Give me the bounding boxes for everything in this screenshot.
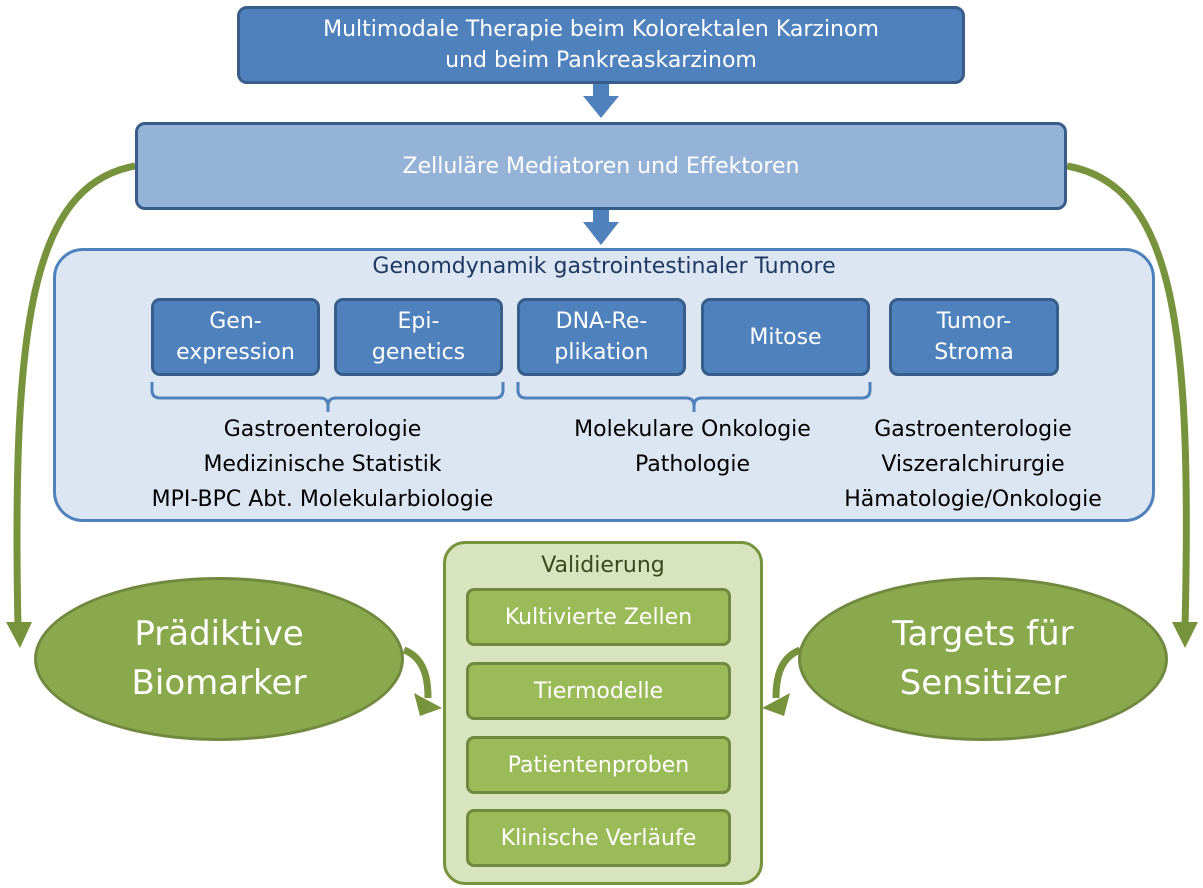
box-epigenetics-line1: Epi- [397, 309, 440, 334]
validation-item-label: Patientenproben [507, 752, 690, 778]
arrow-mediators-to-genome [583, 210, 619, 245]
box-dna-replication-line1: DNA-Re- [555, 309, 648, 334]
dept-right-3: Hämatologie/Onkologie [844, 487, 1102, 512]
validation-title: Validierung [541, 553, 665, 578]
departments-right: Gastroenterologie Viszeralchirurgie Häma… [818, 412, 1128, 517]
validation-item-label: Kultivierte Zellen [504, 604, 693, 630]
biomarker-line1: Prädiktive [134, 614, 304, 654]
departments-left: Gastroenterologie Medizinische Statistik… [120, 412, 525, 517]
box-dna-replication-line2: plikation [554, 340, 649, 365]
arrow-biomarker-to-validation [402, 646, 432, 699]
brace-middle [516, 382, 872, 412]
dept-right-1: Gastroenterologie [874, 417, 1072, 442]
box-dna-replication: DNA-Re- plikation [517, 298, 686, 376]
dept-left-2: Medizinische Statistik [203, 452, 442, 477]
dept-middle-2: Pathologie [635, 452, 750, 477]
departments-middle: Molekulare Onkologie Pathologie [540, 412, 845, 482]
therapy-title-box: Multimodale Therapie beim Kolorektalen K… [237, 6, 965, 84]
validation-item: Patientenproben [466, 736, 731, 794]
mediators-label: Zelluläre Mediatoren und Effektoren [402, 153, 800, 179]
validation-item-label: Klinische Verläufe [500, 825, 697, 851]
arrow-mediators-to-biomarker [13, 162, 136, 629]
dept-left-1: Gastroenterologie [223, 417, 422, 442]
validation-item-label: Tiermodelle [533, 678, 664, 704]
box-tumor-stroma: Tumor- Stroma [889, 298, 1059, 376]
validation-item: Tiermodelle [466, 662, 731, 720]
sensitizer-ellipse: Targets für Sensitizer [798, 577, 1168, 741]
sensitizer-line1: Targets für [892, 614, 1074, 654]
box-gene-expression-line2: expression [176, 340, 295, 365]
arrow-mediators-to-sensitizer [1066, 162, 1190, 629]
arrow-sensitizer-to-validation [772, 646, 802, 699]
box-gene-expression: Gen- expression [151, 298, 320, 376]
dept-middle-1: Molekulare Onkologie [574, 417, 811, 442]
validation-item: Kultivierte Zellen [466, 588, 731, 646]
therapy-title-line2: und beim Pankreaskarzinom [445, 48, 757, 73]
arrow-title-to-mediators [583, 84, 619, 118]
arrowhead-validation-right [762, 693, 790, 716]
box-epigenetics: Epi- genetics [334, 298, 503, 376]
therapy-title-line1: Multimodale Therapie beim Kolorektalen K… [323, 17, 879, 42]
arrowhead-validation-left [414, 693, 442, 716]
dept-left-3: MPI-BPC Abt. Molekularbiologie [151, 487, 494, 512]
validation-item: Klinische Verläufe [466, 809, 731, 867]
brace-left [150, 382, 505, 412]
biomarker-line2: Biomarker [131, 663, 307, 703]
box-epigenetics-line2: genetics [371, 340, 466, 365]
sensitizer-line2: Sensitizer [899, 663, 1067, 703]
box-tumor-stroma-line2: Stroma [934, 340, 1014, 365]
box-tumor-stroma-line1: Tumor- [936, 309, 1012, 334]
arrowhead-sensitizer [1172, 622, 1198, 648]
genome-panel [53, 248, 1155, 522]
box-mitosis-label: Mitose [749, 324, 822, 350]
dept-right-2: Viszeralchirurgie [881, 452, 1065, 477]
arrowhead-biomarker [6, 622, 32, 648]
biomarker-ellipse: Prädiktive Biomarker [34, 577, 404, 741]
box-gene-expression-line1: Gen- [209, 309, 262, 334]
mediators-box: Zelluläre Mediatoren und Effektoren [135, 122, 1067, 210]
box-mitosis: Mitose [701, 298, 870, 376]
genome-title: Genomdynamik gastrointestinaler Tumore [372, 254, 836, 279]
